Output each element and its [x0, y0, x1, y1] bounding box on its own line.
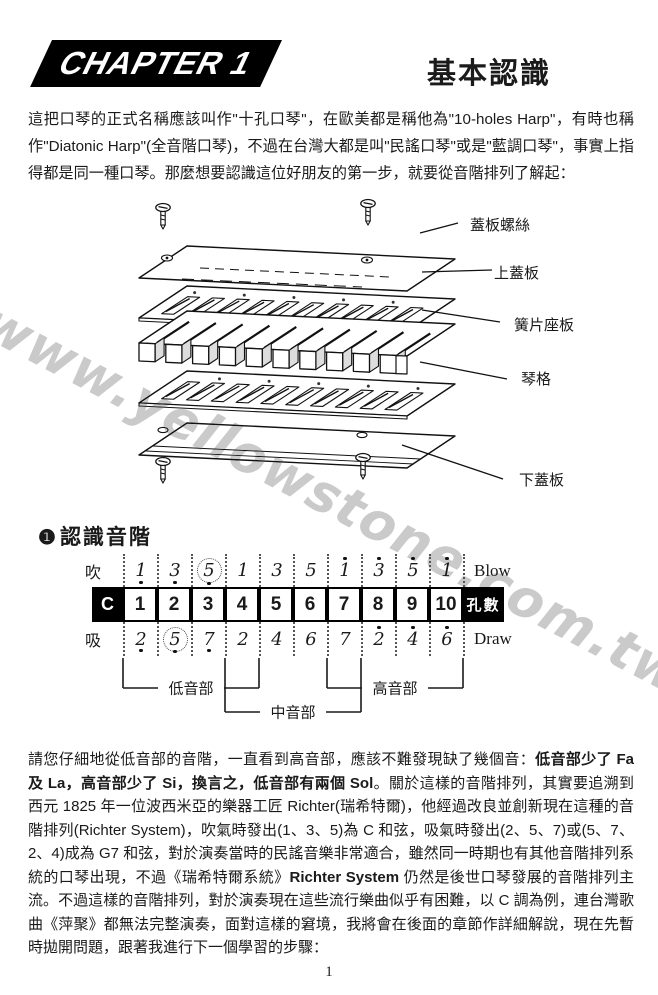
register-label: 高音部 [372, 681, 417, 698]
body-text: 請您仔細地從低音部的音階，一直看到高音部，應該不難發現缺了幾個音： [28, 751, 536, 768]
register-label: 低音部 [168, 681, 213, 698]
hole-number-cell: 3 [191, 587, 225, 622]
page-number: 1 [325, 964, 333, 980]
emphasis-text: 低音部少了 Fa 及 La，高音部少了 Si，換言之，低音部有兩個 Sol [28, 751, 634, 792]
hole-number-cell: 4 [225, 587, 259, 622]
harmonica-exploded-diagram [138, 198, 508, 484]
part-label-reed-plate: 簧片座板 [514, 317, 575, 334]
hole-number-cell: 5 [259, 587, 293, 622]
part-label-cover-screws: 蓋板螺絲 [470, 217, 531, 234]
section-heading-label: 認識音階 [59, 526, 152, 549]
note-cell: 2 [361, 622, 395, 656]
chapter-label: CHAPTER 1 [52, 45, 260, 81]
body-text: 。關於這樣的音階排列，其實要追溯到西元 1825 年一位波西米亞的樂器工匠 Ri… [28, 774, 634, 886]
hole-number-cell: 1 [123, 587, 157, 622]
body-text: 仍然是後世口琴發展的音階排列主流。不過這樣的音階排列，對於演奏現在這些流行樂曲似… [28, 868, 634, 957]
section-number-icon: ❶ [38, 527, 58, 549]
note-cell: 2 [225, 622, 259, 656]
blow-label-en: Blow [474, 560, 511, 580]
holes-count-cell: 孔數 [463, 587, 504, 622]
hole-number-cell: 9 [395, 587, 429, 622]
hole-number-cell: 2 [157, 587, 191, 622]
note-cell: 3 [361, 554, 395, 587]
chapter-banner: CHAPTER 1 [30, 40, 282, 87]
note-cell: 1 [327, 554, 361, 587]
part-label-comb: 琴格 [521, 371, 552, 388]
note-cell: 4 [395, 622, 429, 656]
hole-number-cell: 10 [429, 587, 463, 622]
note-cell: 5 [157, 622, 191, 656]
note-cell: 5 [191, 554, 225, 587]
part-label-lower-cover: 下蓋板 [519, 472, 565, 489]
page-title: 基本認識 [427, 58, 552, 90]
note-cell: 2 [123, 622, 157, 656]
note-cell: 1 [429, 554, 463, 587]
note-cell: 1 [225, 554, 259, 587]
note-cell: 1 [123, 554, 157, 587]
note-cell: 4 [259, 622, 293, 656]
note-cell: 3 [157, 554, 191, 587]
part-label-upper-cover: 上蓋板 [494, 265, 540, 282]
column-separator [463, 554, 465, 587]
hole-number-cell: 8 [361, 587, 395, 622]
section-heading: ❶認識音階 [38, 521, 152, 551]
draw-label-cjk: 吸 [84, 633, 101, 650]
body-paragraph: 請您仔細地從低音部的音階，一直看到高音部，應該不難發現缺了幾個音：低音部少了 F… [28, 748, 634, 960]
hole-number-cell: 6 [293, 587, 327, 622]
emphasis-text: Richter System [289, 868, 400, 886]
blow-label-cjk: 吹 [84, 564, 101, 582]
note-cell: 5 [395, 554, 429, 587]
register-label: 中音部 [270, 705, 315, 722]
note-cell: 3 [259, 554, 293, 587]
key-cell: C [92, 587, 123, 622]
note-cell: 7 [327, 622, 361, 656]
note-cell: 5 [293, 554, 327, 587]
spacer [0, 587, 92, 622]
note-cell: 7 [191, 622, 225, 656]
column-separator [463, 622, 465, 656]
draw-label-en: Draw [474, 629, 512, 648]
intro-paragraph: 這把口琴的正式名稱應該叫作"十孔口琴"，在歐美都是稱他為"10-holes Ha… [28, 111, 634, 182]
note-cell: 6 [293, 622, 327, 656]
hole-number-cell: 7 [327, 587, 361, 622]
note-cell: 6 [429, 622, 463, 656]
